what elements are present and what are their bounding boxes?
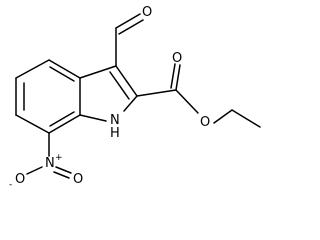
bond	[109, 71, 130, 100]
bond	[115, 13, 141, 29]
molecule-structure: O O O N H N + O O -	[9, 5, 261, 190]
bond	[55, 166, 72, 174]
bond	[49, 111, 75, 127]
nitro-single-oxygen-label: O	[15, 172, 25, 187]
nitro-oxygen-charge: -	[9, 180, 12, 190]
bond	[26, 166, 43, 175]
bond	[48, 114, 81, 134]
nitro-nitrogen-charge: +	[55, 153, 63, 163]
bond	[231, 109, 261, 128]
bond	[170, 63, 176, 89]
bond	[175, 64, 181, 91]
bond	[136, 89, 177, 97]
bond	[118, 19, 144, 35]
bond	[15, 114, 50, 134]
bond	[213, 109, 233, 124]
bond	[49, 66, 75, 82]
bond	[48, 59, 81, 79]
ring-nitrogen-hydrogen-label: H	[110, 126, 120, 141]
bond	[79, 65, 117, 79]
ring-nitrogen-label: N	[110, 113, 120, 128]
nitro-double-oxygen-label: O	[73, 172, 83, 187]
nitro-nitrogen-label: N	[45, 156, 55, 171]
bond	[115, 65, 138, 97]
bond	[15, 59, 50, 79]
ester-carbonyl-oxygen-label: O	[172, 51, 182, 66]
bond	[175, 89, 199, 114]
bond	[79, 114, 107, 122]
ester-ether-oxygen-label: O	[200, 115, 210, 130]
formyl-oxygen-label: O	[142, 5, 152, 20]
bond	[123, 95, 138, 112]
bond	[53, 171, 70, 179]
structure-drawing: O O O N H N + O O -	[9, 5, 261, 190]
